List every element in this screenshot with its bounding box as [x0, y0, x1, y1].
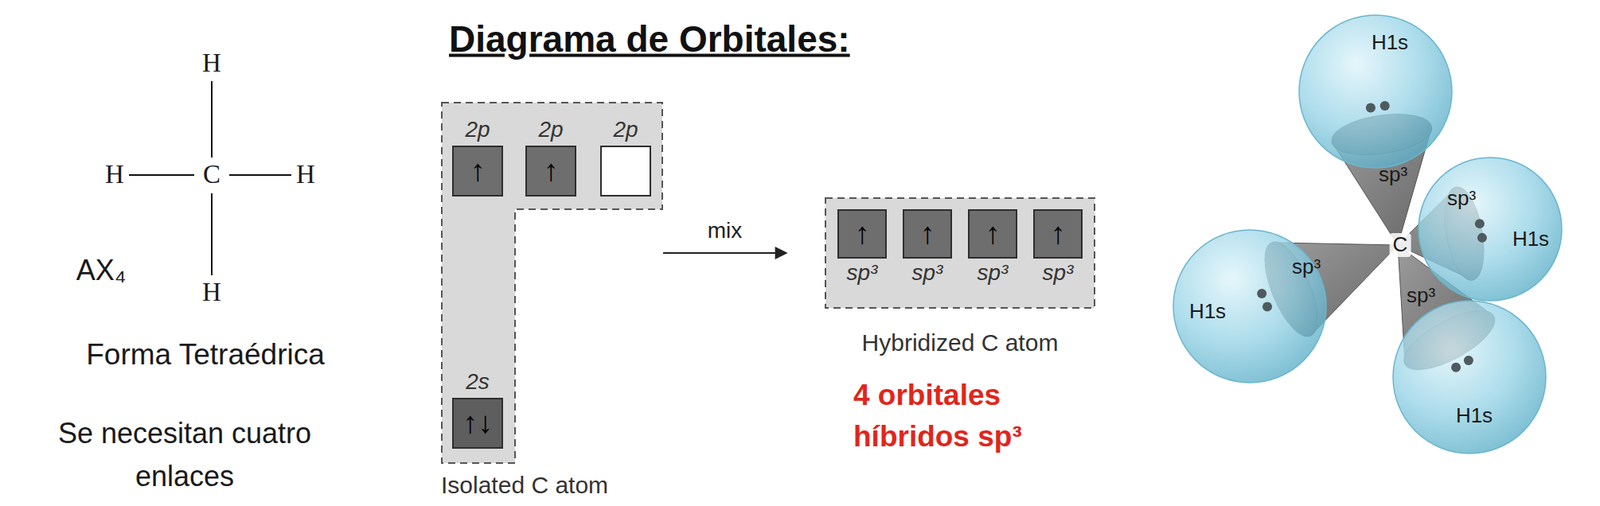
orbital-label: sp³ [846, 260, 879, 286]
h1s-sphere [1418, 157, 1562, 301]
electron-arrow: ↑ [470, 153, 486, 189]
electron-dot [1451, 362, 1461, 373]
h1s-spheres [1173, 15, 1562, 454]
electron-arrow: ↑ [985, 216, 1001, 252]
mix-arrow [663, 252, 787, 254]
atom-symbol: C [202, 160, 221, 191]
orbital-box: 2p↑ [452, 145, 504, 197]
electron-pairs [1256, 101, 1487, 373]
orbital-label: sp³ [1042, 260, 1074, 286]
orbital-tag: H1s [1455, 404, 1493, 429]
electron-dot [1477, 233, 1487, 243]
orbital-panel: Isolated C atom2p↑2p↑2p2s↑↓ [440, 101, 664, 465]
orbital-label: 2p [464, 117, 490, 143]
orbital-label: Isolated C atom [440, 472, 609, 500]
electron-arrow: ↑↓ [462, 405, 493, 441]
electron-dot [1463, 355, 1474, 366]
electron-arrow: ↑ [1050, 216, 1066, 252]
orbital-tag: H1s [1189, 300, 1226, 324]
orbital-panel: Hybridized C atom↑sp³↑sp³↑sp³↑sp³ [824, 197, 1096, 309]
diagram-title: Diagrama de Orbitales: [448, 18, 851, 61]
electron-dot [1380, 101, 1390, 111]
orbital-box: ↑sp³ [902, 209, 953, 259]
electron-dot [1256, 288, 1267, 299]
atom-symbol: H [202, 48, 222, 79]
vsepr-formula: AX₄ [76, 253, 127, 287]
orbital-label: sp³ [912, 260, 944, 286]
orbital-box: ↑sp³ [1033, 209, 1083, 259]
bond-line [229, 174, 292, 176]
electron-arrow: ↑ [920, 216, 936, 252]
electron-dot [1475, 218, 1485, 229]
orbital-label: 2p [538, 117, 563, 143]
orbital-tag: sp³ [1447, 187, 1476, 211]
orbital-box: ↑sp³ [837, 209, 887, 259]
orbital-label: sp³ [977, 260, 1009, 286]
h1s-sphere [1173, 230, 1327, 383]
orbital-box: ↑sp³ [967, 209, 1018, 259]
atom-symbol: H [105, 160, 125, 191]
orbital-box: 2s↑↓ [452, 398, 504, 449]
bond-line [210, 81, 213, 158]
electron-arrow: ↑ [543, 153, 559, 189]
orbital-tag: sp³ [1291, 255, 1321, 280]
atom-symbol: H [202, 277, 222, 309]
h1s-sphere [1393, 300, 1546, 454]
orbital-tag: sp³ [1406, 284, 1436, 309]
orbital-tag: H1s [1371, 31, 1409, 55]
orbital-box: 2p↑ [525, 145, 577, 197]
electron-dot [1365, 103, 1376, 114]
edge-label: mix [705, 218, 746, 244]
hybrid-note: 4 orbitales híbridos sp³ [853, 374, 1053, 458]
panel-shape [825, 198, 1095, 309]
electron-arrow: ↑ [854, 216, 871, 252]
bond-note: Se necesitan cuatro enlaces [33, 412, 336, 499]
orbital-label: 2s [465, 369, 490, 395]
orbital-label: 2p [612, 117, 638, 143]
shape-note: Forma Tetraédrica [85, 338, 325, 373]
orbital-tag: H1s [1512, 227, 1550, 252]
panel-shape [441, 102, 663, 464]
atom-symbol: H [296, 160, 316, 191]
bond-line [210, 193, 213, 276]
orbital-label: Hybridized C atom [862, 329, 1059, 358]
atom-tag: C [1389, 233, 1412, 258]
h1s-sphere [1299, 15, 1452, 168]
orbital-tag: sp³ [1378, 163, 1408, 188]
orbital-box: 2p [600, 145, 652, 197]
electron-dot [1262, 302, 1273, 313]
bond-line [128, 174, 195, 176]
